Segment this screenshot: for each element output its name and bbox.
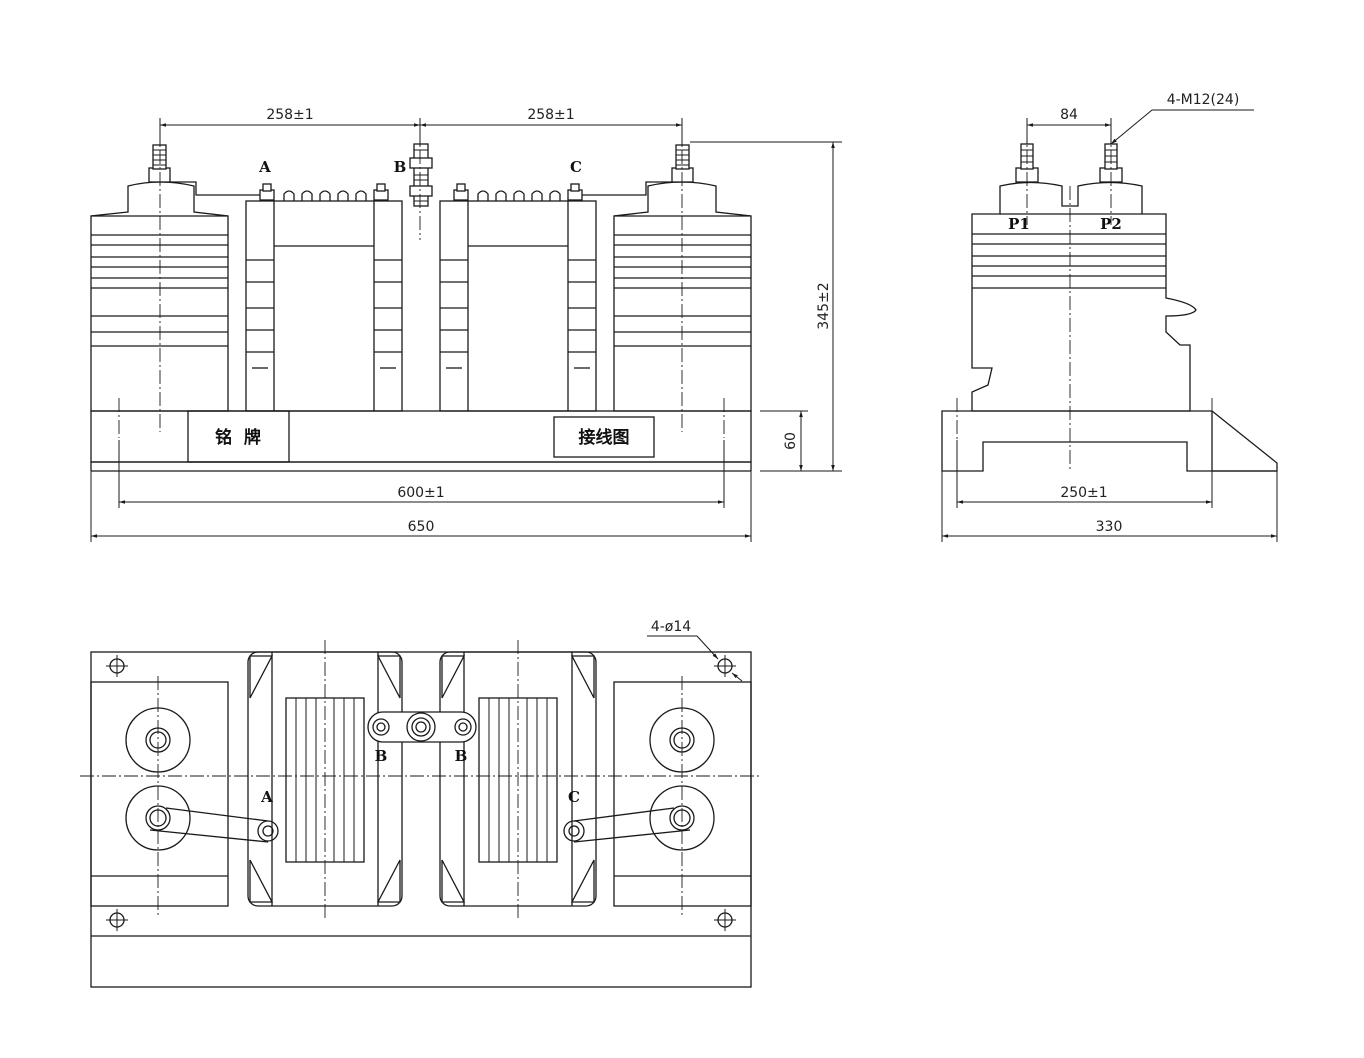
top-left-bushing [90, 681, 279, 907]
wiring-diagram-box: 接线图 [553, 416, 655, 458]
right-bushing [613, 144, 752, 412]
front-base [90, 410, 752, 472]
dim-pitch-left: 258±1 [159, 107, 421, 146]
b-terminal-post [409, 143, 433, 207]
lead-left [170, 181, 260, 196]
right-core [439, 183, 597, 412]
side-view: P1 P2 84 4-M12(24) 250±1 330 [941, 92, 1278, 542]
dim-mount-span-text: 600±1 [397, 485, 444, 501]
phase-label-a: A [258, 158, 271, 176]
lead-right [582, 181, 672, 196]
dim-pitch-left-text: 258±1 [266, 107, 313, 123]
nameplate-label: 铭 牌 [215, 427, 261, 448]
dim-base-height: 60 [760, 410, 808, 471]
dim-height-text: 345±2 [816, 282, 832, 329]
dim-side-mount-span-text: 250±1 [1060, 485, 1107, 501]
hole-spec-text: 4-ø14 [651, 619, 691, 635]
dim-overall-width: 330 [941, 471, 1278, 542]
dim-overall-length: 650 [90, 471, 752, 542]
top-phase-label-b1: B [375, 747, 388, 765]
mount-hole-tr [714, 655, 736, 677]
dim-overall-width-text: 330 [1096, 519, 1123, 535]
dim-terminal-pitch-text: 84 [1060, 107, 1078, 123]
top-right-core [439, 651, 597, 907]
mount-hole-bl [106, 909, 128, 931]
top-right-bushing [563, 681, 752, 907]
dim-mount-span: 600±1 [118, 440, 725, 508]
mount-hole-tl [106, 655, 128, 677]
wiring-diagram-label: 接线图 [579, 427, 630, 448]
dim-pitch-right: 258±1 [420, 107, 683, 146]
dim-side-mount-span: 250±1 [956, 440, 1213, 508]
terminal-label-p1: P1 [1008, 215, 1030, 233]
b-bus-bar [367, 711, 477, 743]
side-base [941, 410, 1278, 472]
left-bushing [90, 144, 229, 412]
phase-label-c: C [570, 158, 582, 176]
thread-spec-leader: 4-M12(24) [1110, 92, 1254, 145]
phase-label-b: B [394, 158, 407, 176]
thread-spec-text: 4-M12(24) [1167, 92, 1240, 108]
top-phase-label-b2: B [455, 747, 468, 765]
left-core [245, 183, 403, 412]
dim-pitch-right-text: 258±1 [527, 107, 574, 123]
top-phase-label-c: C [568, 788, 580, 806]
dim-height: 345±2 [690, 141, 842, 472]
nameplate-box: 铭 牌 [187, 410, 290, 463]
top-view: A B B C 4-ø14 [80, 619, 762, 988]
dim-overall-length-text: 650 [408, 519, 435, 535]
hole-spec-leader: 4-ø14 [647, 619, 743, 682]
top-phase-label-a: A [260, 788, 273, 806]
front-view: 铭 牌 接线图 [90, 107, 842, 542]
dim-base-height-text: 60 [783, 432, 799, 450]
terminal-label-p2: P2 [1100, 215, 1122, 233]
side-body [971, 181, 1197, 412]
dim-terminal-pitch: 84 [1026, 107, 1112, 144]
mount-hole-br [714, 909, 736, 931]
